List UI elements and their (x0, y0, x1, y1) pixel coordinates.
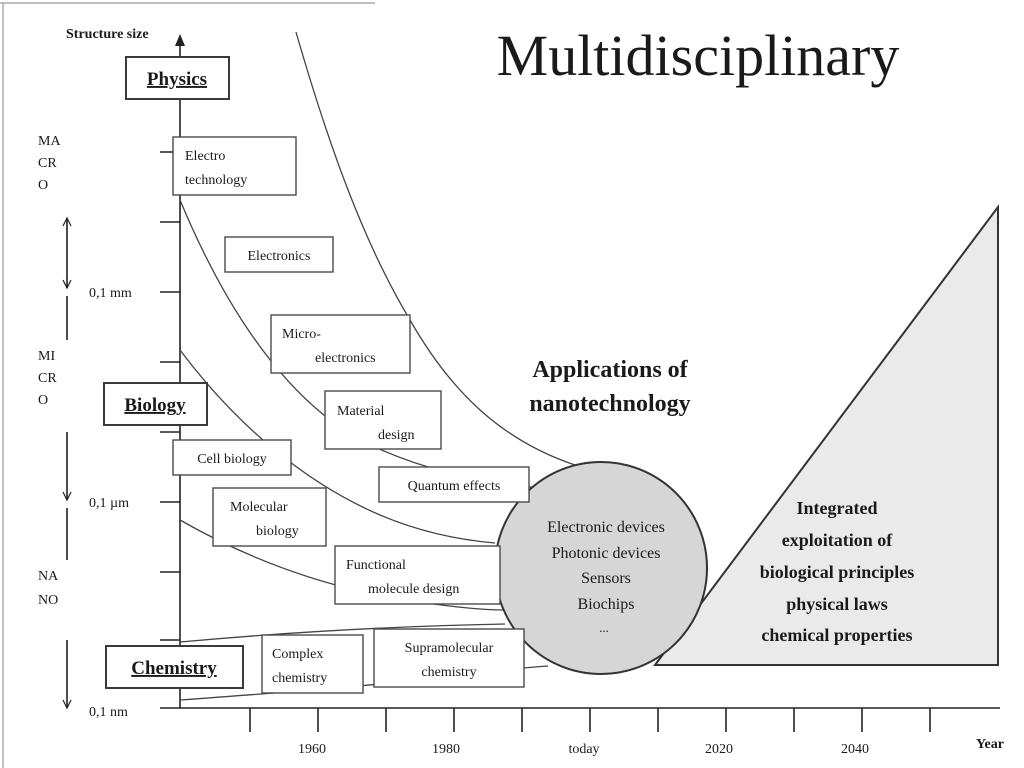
application-sensors: Sensors (581, 570, 631, 587)
molecular-biology-line2: biology (256, 524, 299, 539)
physics-label: Physics (147, 69, 207, 90)
size-band-arrows (62, 216, 72, 710)
integrated-line1: Integrated (797, 498, 878, 518)
tick-0-1nm: 0,1 nm (89, 705, 128, 720)
x-axis-label: Year (976, 737, 1004, 752)
material-design-line2: design (378, 428, 415, 443)
complex-chemistry-line2: chemistry (272, 671, 327, 686)
application-electronic-devices: Electronic devices (547, 519, 665, 536)
material-design-box (324, 390, 442, 450)
band-nano-1: NA (38, 569, 59, 584)
micro-electronics-line1: Micro- (282, 327, 321, 342)
complex-chemistry-box (261, 634, 364, 694)
supramolecular-chemistry-line1: Supramolecular (405, 641, 494, 656)
electro-technology-line2: technology (185, 173, 247, 188)
micro-electronics-line2: electronics (315, 351, 376, 366)
applications-heading-line2: nanotechnology (529, 391, 690, 417)
application-biochips: Biochips (578, 596, 635, 613)
molecular-biology-line1: Molecular (230, 500, 288, 515)
band-macro-2: CR (38, 156, 57, 171)
quantum-effects-label: Quantum effects (408, 479, 501, 494)
integrated-triangle (653, 203, 999, 666)
band-macro-1: MA (38, 134, 61, 149)
supramolecular-chemistry-box (373, 628, 525, 688)
integrated-line3: biological principles (760, 562, 915, 582)
y-axis-arrowhead (175, 34, 185, 46)
tick-1960: 1960 (298, 742, 326, 757)
material-design-line1: Material (337, 404, 385, 419)
application-photonic-devices: Photonic devices (552, 545, 661, 562)
integrated-line4: physical laws (786, 594, 888, 614)
tick-0-1um: 0,1 µm (89, 496, 129, 511)
band-micro-1: MI (38, 349, 55, 364)
physics-box (125, 56, 230, 100)
y-axis-label: Structure size (66, 27, 149, 42)
applications-heading-line1: Applications of (532, 357, 688, 383)
tick-2020: 2020 (705, 742, 733, 757)
electro-technology-box (172, 136, 297, 196)
cell-biology-label: Cell biology (197, 452, 267, 467)
biology-label: Biology (124, 395, 186, 416)
y-ticks (160, 151, 180, 641)
chemistry-box (105, 645, 244, 689)
band-nano-2: NO (38, 593, 58, 608)
cell-biology-box (172, 439, 292, 476)
functional-molecule-design-line1: Functional (346, 558, 406, 573)
quantum-effects-box (378, 466, 530, 503)
application-ellipsis: ... (599, 620, 609, 635)
biology-box (103, 382, 208, 426)
integrated-line2: exploitation of (782, 530, 894, 550)
electronics-box (224, 236, 334, 273)
integrated-line5: chemical properties (761, 625, 912, 645)
molecular-biology-box (212, 487, 327, 547)
tick-0-1mm: 0,1 mm (89, 286, 132, 301)
electro-technology-line1: Electro (185, 149, 225, 164)
chemistry-label: Chemistry (131, 658, 217, 679)
band-micro-2: CR (38, 371, 57, 386)
electronics-label: Electronics (248, 249, 311, 264)
tick-1980: 1980 (432, 742, 460, 757)
supramolecular-chemistry-line2: chemistry (421, 665, 476, 680)
complex-chemistry-line1: Complex (272, 647, 323, 662)
tick-2040: 2040 (841, 742, 869, 757)
functional-molecule-design-box (334, 545, 501, 605)
band-micro-3: O (38, 393, 48, 408)
band-macro-3: O (38, 178, 48, 193)
functional-molecule-design-line2: molecule design (368, 582, 459, 597)
micro-electronics-box (270, 314, 411, 374)
slide-title: Multidisciplinary (497, 23, 900, 88)
tick-today: today (568, 742, 599, 757)
x-ticks (249, 708, 931, 732)
